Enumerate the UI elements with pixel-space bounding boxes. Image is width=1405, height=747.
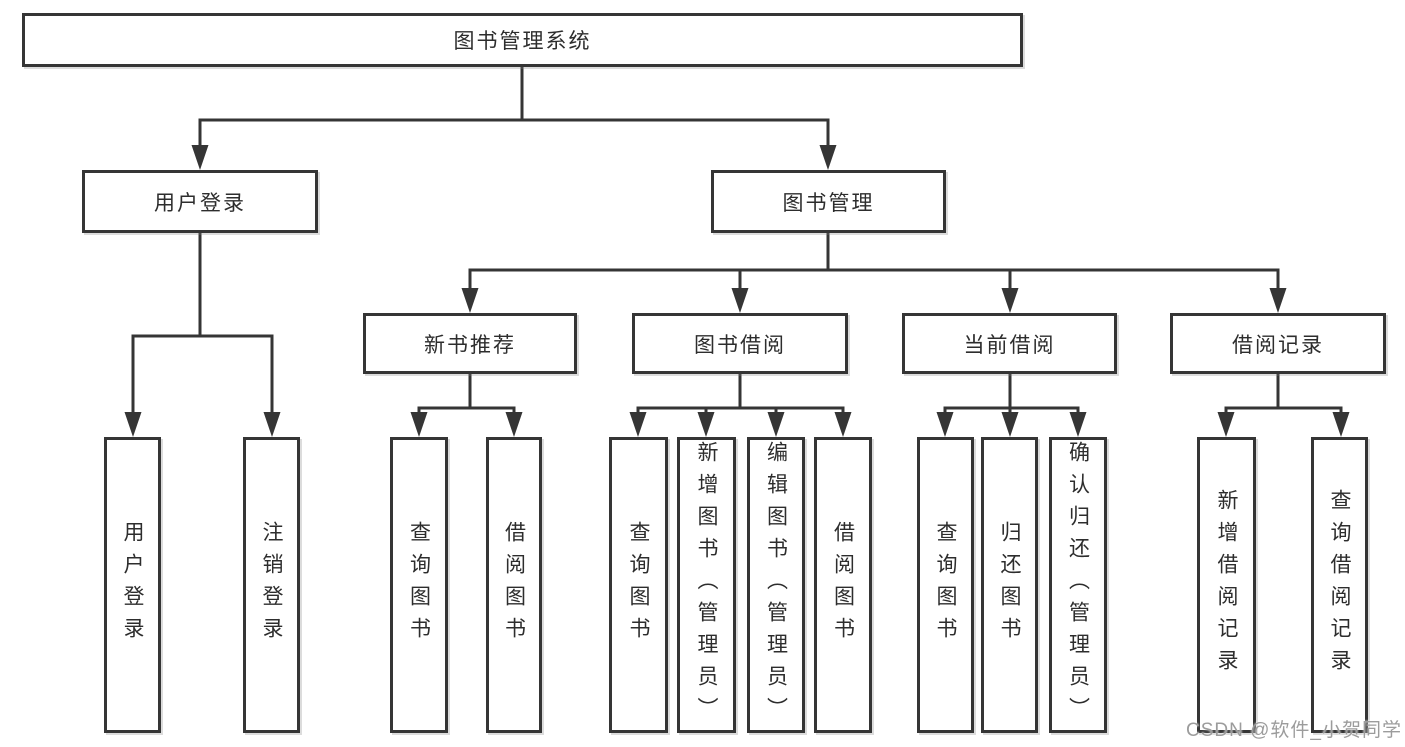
- leaf-return-book-label: 归还图书: [998, 521, 1021, 649]
- node-book-management-label: 图书管理: [782, 191, 875, 215]
- leaf-user-login: 用户登录: [104, 437, 161, 733]
- node-book-borrow: 图书借阅: [632, 313, 848, 374]
- node-book-borrow-label: 图书借阅: [694, 333, 786, 357]
- leaf-user-login-label: 用户登录: [121, 521, 144, 649]
- node-user-login-label: 用户登录: [154, 191, 246, 215]
- leaf-query-books-recommend: 查询图书: [390, 437, 448, 733]
- leaf-confirm-return-admin: 确认归还（管理员）: [1049, 437, 1107, 733]
- leaf-edit-book-admin-label: 编辑图书（管理员）: [764, 441, 788, 729]
- node-root: 图书管理系统: [22, 13, 1023, 67]
- csdn-watermark: CSDN @软件_小贺同学: [1186, 720, 1402, 741]
- leaf-add-borrow-record-label: 新增借阅记录: [1215, 489, 1238, 681]
- arrowheads: [124, 145, 1350, 437]
- node-current-borrow-label: 当前借阅: [963, 333, 1056, 357]
- node-borrow-records-label: 借阅记录: [1232, 333, 1324, 357]
- leaf-query-books-recommend-label: 查询图书: [407, 521, 431, 649]
- leaf-add-book-admin-label: 新增图书（管理员）: [695, 441, 718, 729]
- leaf-add-book-admin: 新增图书（管理员）: [677, 437, 736, 733]
- node-new-book-recommend: 新书推荐: [363, 313, 577, 374]
- leaf-query-books-borrow-label: 查询图书: [627, 521, 650, 649]
- leaf-query-borrow-record: 查询借阅记录: [1311, 437, 1368, 733]
- node-borrow-records: 借阅记录: [1170, 313, 1386, 374]
- leaf-query-books-borrow: 查询图书: [609, 437, 668, 733]
- node-book-management: 图书管理: [711, 170, 946, 233]
- leaf-edit-book-admin: 编辑图书（管理员）: [747, 437, 805, 733]
- node-root-label: 图书管理系统: [453, 30, 592, 53]
- leaf-borrow-books-recommend-label: 借阅图书: [502, 521, 526, 649]
- leaf-return-book: 归还图书: [981, 437, 1038, 733]
- leaf-borrow-books-label: 借阅图书: [831, 521, 855, 649]
- leaf-borrow-books-recommend: 借阅图书: [486, 437, 542, 733]
- leaf-logout-label: 注销登录: [260, 521, 283, 649]
- node-new-book-recommend-label: 新书推荐: [424, 333, 516, 357]
- leaf-query-books-current-label: 查询图书: [934, 521, 957, 649]
- leaf-query-books-current: 查询图书: [917, 437, 974, 733]
- leaf-query-borrow-record-label: 查询借阅记录: [1328, 489, 1351, 681]
- leaf-confirm-return-admin-label: 确认归还（管理员）: [1066, 441, 1090, 729]
- leaf-logout: 注销登录: [243, 437, 300, 733]
- leaf-add-borrow-record: 新增借阅记录: [1197, 437, 1256, 733]
- node-current-borrow: 当前借阅: [902, 313, 1117, 374]
- leaf-borrow-books: 借阅图书: [814, 437, 872, 733]
- node-user-login: 用户登录: [82, 170, 318, 233]
